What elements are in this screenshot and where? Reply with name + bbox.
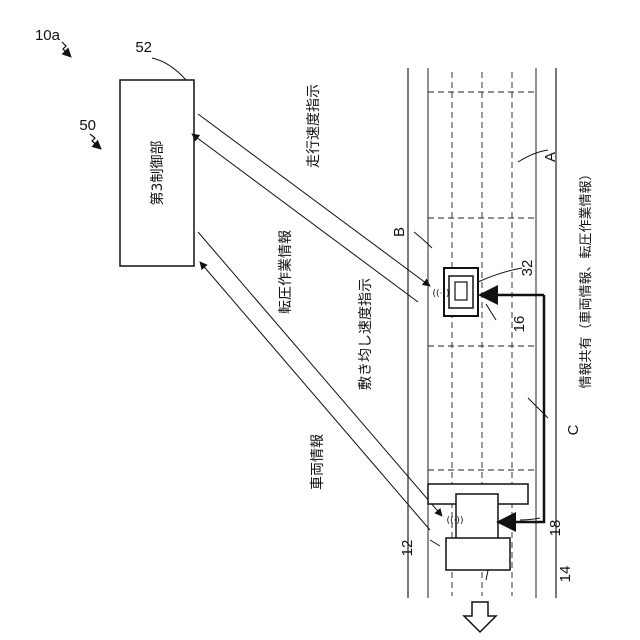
- label-info-share: 情報共有（車両情報、転圧作業情報）: [578, 167, 594, 388]
- ref-label-14: 14: [557, 566, 574, 583]
- ref-label-12: 12: [399, 540, 416, 557]
- ref-label-18: 18: [547, 520, 564, 537]
- ref-label-c: C: [565, 424, 582, 435]
- paver-12: [428, 484, 528, 570]
- label-vehicle-info: 車両情報: [309, 434, 326, 490]
- ref-label-32: 32: [519, 260, 536, 277]
- label-travel-speed: 走行速度指示: [306, 84, 322, 168]
- ref-label-52: 52: [135, 39, 152, 56]
- ref-label-b: B: [391, 227, 408, 237]
- ref-label-a: A: [542, 152, 559, 162]
- ref-label-16: 16: [511, 316, 528, 333]
- ref-label-50: 50: [79, 117, 96, 134]
- label-spreading-speed: 敷き均し速度指示: [358, 278, 374, 390]
- label-rolling-work: 転圧作業情報: [278, 230, 294, 314]
- direction-arrow: [464, 602, 496, 632]
- ref-label-10a: 10a: [35, 27, 61, 44]
- signal-icon-18: ((·)): [447, 516, 464, 526]
- signal-icon-16: ((·)): [433, 289, 450, 299]
- controller-label: 第3制御部: [149, 141, 166, 206]
